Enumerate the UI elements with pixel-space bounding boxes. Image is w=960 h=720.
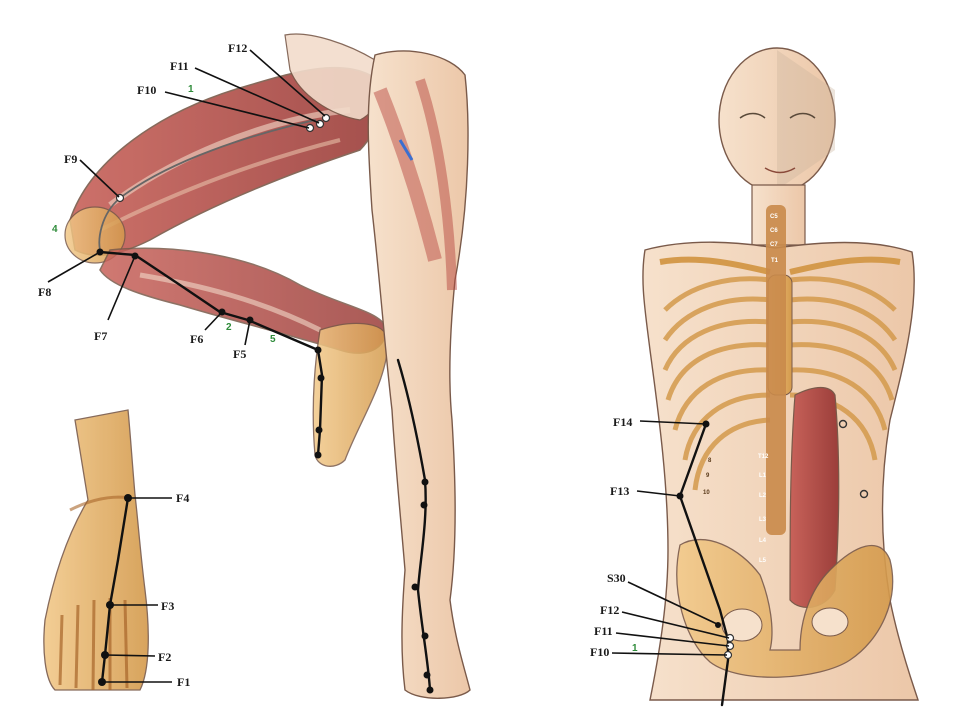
meridian-path-torso <box>678 422 730 707</box>
meridian-path-standing-leg <box>396 358 432 692</box>
label-F8: F8 <box>38 285 51 299</box>
rib-10: 10 <box>703 490 710 496</box>
rib-number-labels: 8 9 10 <box>703 458 712 496</box>
foot-dorsal-illustration <box>43 409 149 691</box>
label-F7: F7 <box>94 329 107 343</box>
number-2: 2 <box>226 322 232 333</box>
leg-standing-view <box>367 50 471 699</box>
vertebra-L1: L1 <box>759 473 767 479</box>
label-F2: F2 <box>158 650 171 664</box>
rib-8: 8 <box>708 458 712 464</box>
vertebra-L3: L3 <box>759 517 767 523</box>
label-F11-torso: F11 <box>594 624 613 638</box>
vertebra-L2: L2 <box>759 493 767 499</box>
vertebra-C7: C7 <box>770 242 778 248</box>
foot-illustration <box>312 322 389 467</box>
vertebra-T12: T12 <box>758 454 769 460</box>
leg-lateral-view <box>64 33 389 467</box>
vertebra-labels: C5 C6 C7 T1 T12 L1 L2 L3 L4 L5 <box>758 214 779 564</box>
vertebra-L5: L5 <box>759 558 767 564</box>
label-F12: F12 <box>228 41 247 55</box>
label-F6: F6 <box>190 332 203 346</box>
label-F9: F9 <box>64 152 77 166</box>
rib-9: 9 <box>706 473 710 479</box>
label-F3: F3 <box>161 599 174 613</box>
number-1: 1 <box>188 84 194 95</box>
label-F14: F14 <box>613 415 632 429</box>
number-5: 5 <box>270 334 276 345</box>
label-F5: F5 <box>233 347 246 361</box>
label-F4: F4 <box>176 491 189 505</box>
foot-dorsal-view: F4 F3 F2 F1 <box>43 409 190 691</box>
label-S30: S30 <box>607 571 626 585</box>
label-F12-torso: F12 <box>600 603 619 617</box>
vertebra-C5: C5 <box>770 214 778 220</box>
number-4: 4 <box>52 224 58 235</box>
label-F13: F13 <box>610 484 629 498</box>
vertebra-T1: T1 <box>771 258 779 264</box>
leg-labels: F12 F11 F10 F9 F8 F7 F6 F5 1 2 4 5 <box>38 41 326 361</box>
ribcage-illustration <box>662 276 898 491</box>
knee-illustration <box>64 206 126 264</box>
label-F10-torso: F10 <box>590 645 609 659</box>
label-F10: F10 <box>137 83 156 97</box>
spine-illustration <box>766 205 786 535</box>
label-F11: F11 <box>170 59 189 73</box>
vertebra-C6: C6 <box>770 228 778 234</box>
vertebra-L4: L4 <box>759 538 767 544</box>
label-F1: F1 <box>177 675 190 689</box>
number-1-torso: 1 <box>632 643 638 654</box>
torso-anterior-view: C5 C6 C7 T1 T12 L1 L2 L3 L4 L5 8 9 10 F1… <box>590 47 919 707</box>
